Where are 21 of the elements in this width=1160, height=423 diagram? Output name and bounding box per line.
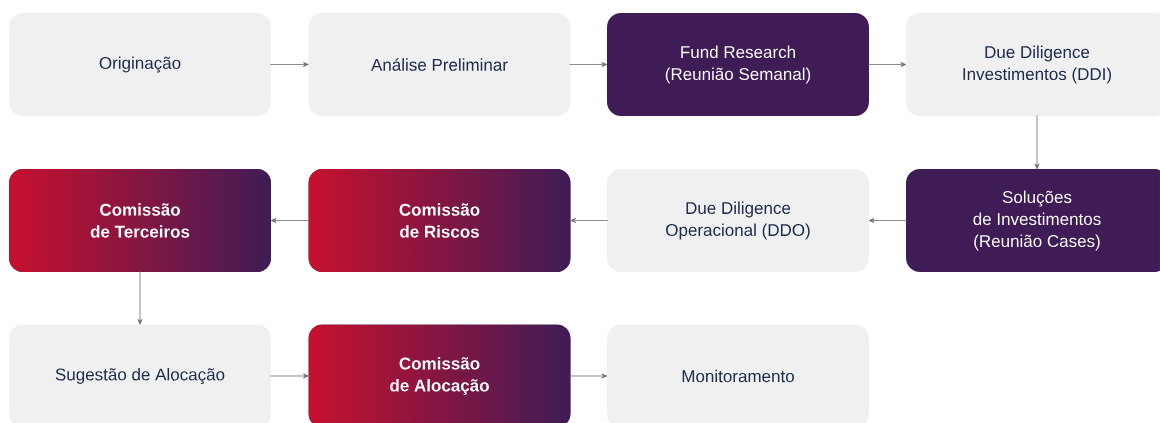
arrow: [569, 62, 608, 67]
committee-box: Comissão de Alocação: [308, 324, 571, 423]
arrow: [570, 218, 609, 223]
arrow: [1034, 114, 1040, 170]
process-box: Due Diligence Investimentos (DDI): [906, 13, 1160, 116]
process-box: Monitoramento: [607, 324, 869, 423]
arrow: [269, 62, 309, 67]
arrow: [269, 373, 309, 379]
arrow: [868, 218, 908, 223]
arrow: [270, 218, 310, 223]
process-box: Due Diligence Operacional (DDO): [607, 169, 869, 272]
meeting-box: Soluções de Investimentos (Reunião Cases): [906, 169, 1160, 272]
arrow: [137, 270, 143, 325]
committee-box: Comissão de Riscos: [308, 169, 571, 272]
committee-box: Comissão de Terceiros: [9, 169, 271, 272]
process-box: Sugestão de Alocação: [9, 324, 271, 423]
arrow: [569, 373, 608, 379]
process-box: Originação: [9, 13, 271, 116]
process-box: Análise Preliminar: [308, 13, 571, 116]
arrow: [867, 62, 907, 67]
meeting-box: Fund Research (Reunião Semanal): [607, 13, 869, 116]
